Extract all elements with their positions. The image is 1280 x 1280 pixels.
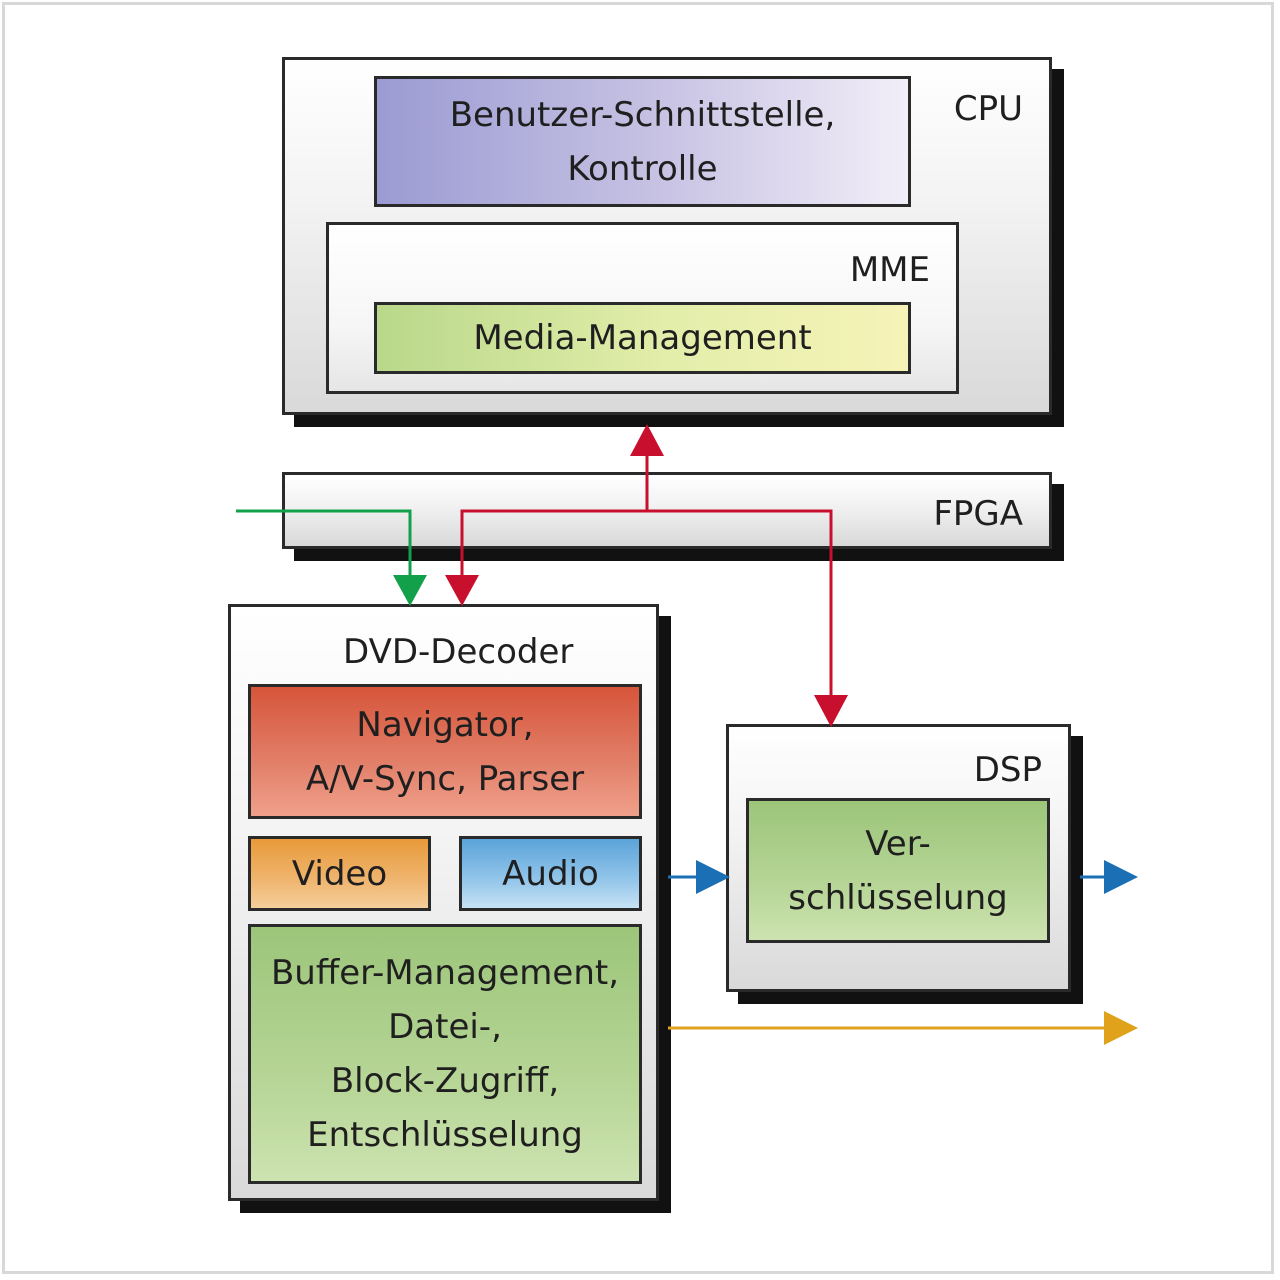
encryption-line1: Ver- (865, 823, 931, 864)
video-output-arrowhead (1104, 1011, 1138, 1045)
navigator-line2: A/V-Sync, Parser (305, 758, 585, 799)
control-bus-to-dsp-arrowhead (814, 695, 848, 727)
data-input-arrowhead (393, 575, 427, 606)
control-bus-to-decoder-line (460, 509, 647, 580)
encryption-block: Ver- schlüsselung (746, 798, 1050, 943)
buffer-line4: Entschlüsselung (307, 1115, 583, 1155)
buffer-line3: Block-Zugriff, (330, 1061, 560, 1101)
cpu-label: CPU (953, 89, 1023, 129)
audio-label: Audio (502, 853, 599, 894)
video-label: Video (291, 853, 388, 894)
encryption-line2: schlüsselung (788, 877, 1008, 918)
dvd-decoder-label: DVD-Decoder (343, 632, 574, 672)
fpga-label: FPGA (933, 494, 1023, 534)
control-bus-to-dsp-line (647, 509, 833, 700)
mme-label: MME (849, 250, 930, 290)
buffer-line1: Buffer-Management, (270, 953, 620, 993)
video-block: Video (248, 836, 431, 911)
dsp-label: DSP (973, 750, 1042, 790)
audio-to-dsp-arrowhead (696, 860, 730, 894)
media-management-label: Media-Management (473, 318, 812, 358)
audio-output-arrowhead (1104, 860, 1138, 894)
audio-block: Audio (459, 836, 642, 911)
control-bus-to-cpu-arrowhead (630, 424, 664, 456)
data-input-line (236, 509, 412, 580)
buffer-management-block: Buffer-Management, Datei-, Block-Zugriff… (248, 924, 642, 1184)
user-interface-line1: Benutzer-Schnittstelle, (449, 94, 836, 135)
buffer-line2: Datei-, (388, 1007, 502, 1047)
user-interface-block: Benutzer-Schnittstelle, Kontrolle (374, 76, 911, 207)
control-bus-to-decoder-arrowhead (445, 575, 479, 606)
media-management-block: Media-Management (374, 302, 911, 374)
navigator-line1: Navigator, (356, 704, 534, 745)
user-interface-line2: Kontrolle (567, 148, 718, 189)
navigator-block: Navigator, A/V-Sync, Parser (248, 684, 642, 819)
